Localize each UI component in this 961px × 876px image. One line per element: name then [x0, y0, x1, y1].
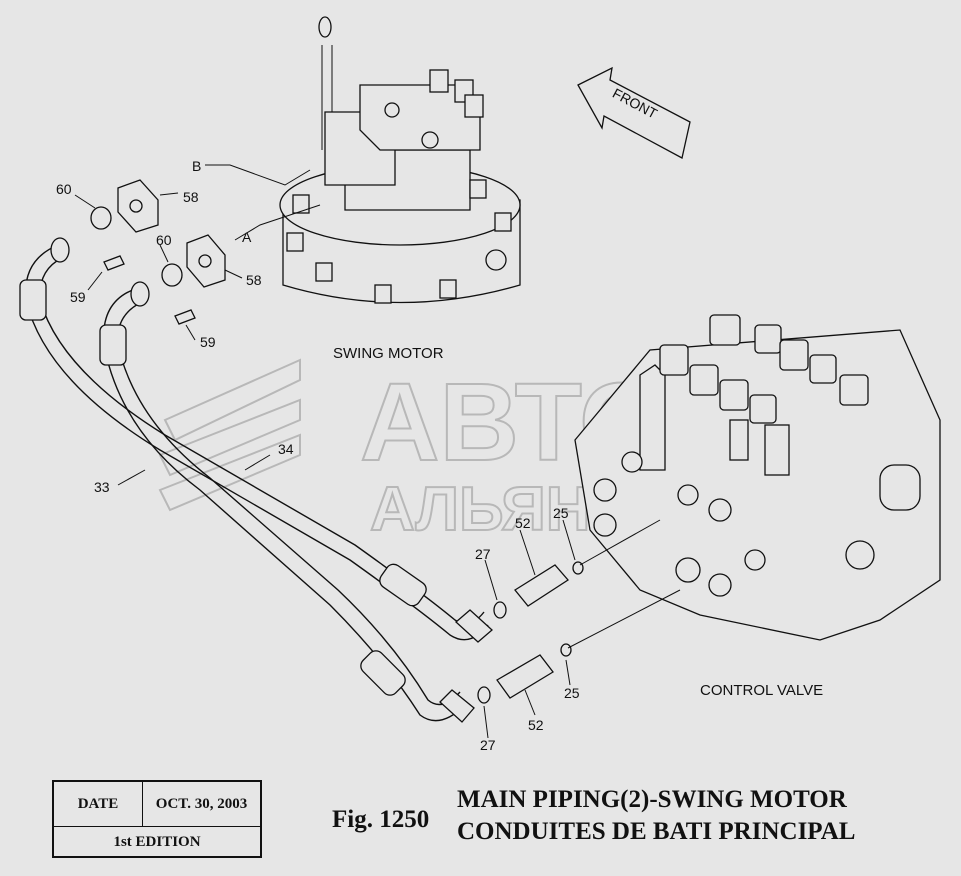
label-60-top: 60 [56, 181, 72, 197]
label-52-bot: 52 [528, 717, 544, 733]
label-a: A [242, 229, 252, 245]
label-58-mid: 58 [246, 272, 262, 288]
label-25-bot: 25 [564, 685, 580, 701]
label-b: B [192, 158, 201, 174]
figure-title-fr: CONDUITES DE BATI PRINCIPAL [457, 818, 856, 845]
label-27-bot: 27 [480, 737, 496, 753]
revision-info-box: DATE OCT. 30, 2003 1st EDITION [52, 780, 262, 858]
label-33: 33 [94, 479, 110, 495]
fitting-52-top [493, 561, 584, 619]
caption-control-valve: CONTROL VALVE [700, 682, 823, 699]
label-60-mid: 60 [156, 232, 172, 248]
caption-swing-motor: SWING MOTOR [333, 345, 444, 362]
label-25-top: 25 [553, 505, 569, 521]
label-59-top: 59 [70, 289, 86, 305]
label-27-top: 27 [475, 546, 491, 562]
leader-lines [74, 164, 681, 739]
fitting-52-bot [477, 643, 572, 704]
swing-motor [279, 16, 521, 304]
date-value: OCT. 30, 2003 [155, 795, 248, 812]
figure-title-en: MAIN PIPING(2)-SWING MOTOR [457, 786, 847, 813]
front-arrow: FRONT [577, 66, 691, 159]
label-52-top: 52 [515, 515, 531, 531]
label-59-mid: 59 [200, 334, 216, 350]
date-label: DATE [54, 782, 143, 826]
label-58-top: 58 [183, 189, 199, 205]
flange-assembly-a [161, 234, 226, 325]
hose-33 [19, 237, 493, 643]
label-34: 34 [278, 441, 294, 457]
control-valve [574, 314, 941, 641]
hose-34 [99, 281, 475, 723]
figure-number: Fig. 1250 [332, 806, 430, 833]
flange-assembly-b [90, 179, 159, 271]
edition-label: 1st EDITION [113, 833, 201, 850]
